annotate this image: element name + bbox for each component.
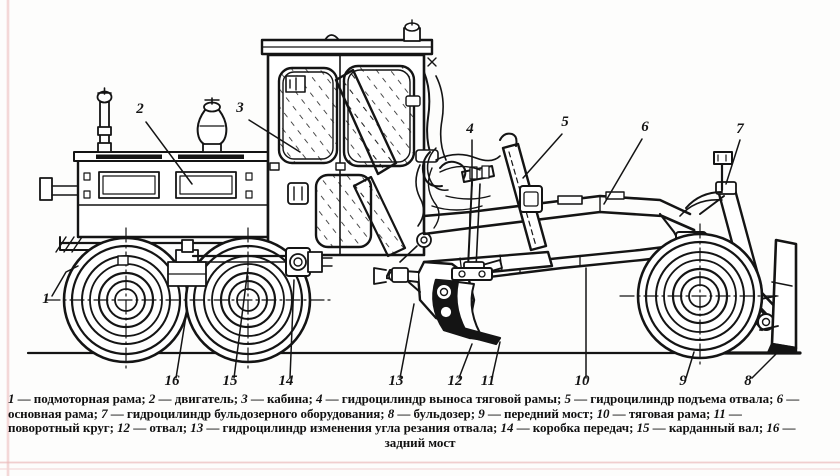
legend-item-number: 6 <box>776 391 784 406</box>
legend-item-number: 16 <box>766 420 780 436</box>
legend-item-text: — гидроцилиндр выноса тяговой рамы; <box>322 391 565 406</box>
legend-item-text: — бульдозер; <box>394 405 479 421</box>
legend-line: основная рама; 7 — гидроцилиндр бульдозе… <box>8 405 832 422</box>
legend-item-number: 15 <box>636 420 650 436</box>
legend-line: поворотный круг; 12 — отвал; 13 — гидроц… <box>8 420 832 436</box>
legend-item-text: — коробка передач; <box>513 420 637 436</box>
callout-10: 10 <box>575 373 591 389</box>
legend-item-number: 3 <box>241 391 248 406</box>
legend-item-text: задний мост <box>384 434 456 450</box>
callout-9: 9 <box>679 373 687 389</box>
page-edge-artifact-bottom <box>0 461 840 464</box>
legend-item-number: 2 <box>148 391 156 406</box>
legend-item-number: 9 <box>478 405 485 421</box>
legend-item-text: — гидроцилиндр бульдозерного оборудовани… <box>107 405 388 421</box>
legend-item-text: — передний мост; <box>484 405 597 421</box>
cylinder-cutting-angle <box>391 267 421 293</box>
legend-item-number: 11 <box>713 405 726 421</box>
callout-1: 1 <box>42 291 50 307</box>
legend-line: задний мост <box>8 434 832 451</box>
callout-5: 5 <box>561 114 569 130</box>
hydraulic-hoses <box>431 153 501 211</box>
legend-item-number: 12 <box>117 420 131 436</box>
wheel-centerlines <box>45 223 781 373</box>
callout-15: 15 <box>223 373 239 389</box>
operator-cab <box>260 19 434 258</box>
legend-item-text: основная рама; <box>8 405 102 421</box>
legend-item-text: — гидроцилиндр подъема отвала; <box>570 391 777 406</box>
callout-7: 7 <box>736 121 744 137</box>
legend-item-number: 8 <box>387 405 395 421</box>
legend-item-text: — <box>779 420 796 436</box>
legend-line: 1 — подмоторная рама; 2 — двигатель; 3 —… <box>8 391 832 407</box>
legend-item-number: 14 <box>500 420 514 436</box>
callout-2: 2 <box>135 101 144 117</box>
exhaust-stack <box>96 87 113 153</box>
callout-leaders <box>51 119 783 379</box>
callout-numbers: 1 2 3 4 5 6 7 8 9 10 11 12 13 14 15 16 <box>42 100 752 389</box>
legend-item-text: — гидроцилиндр изменения угла резания от… <box>203 420 501 436</box>
legend-item-text: — подмоторная рама; <box>14 391 149 406</box>
legend-item-number: 10 <box>596 405 610 421</box>
callout-4: 4 <box>465 121 474 137</box>
legend-item-text: — тяговая рама; <box>609 405 714 421</box>
callout-6: 6 <box>641 119 649 135</box>
legend-item-number: 1 <box>8 391 15 406</box>
legend-item-number: 5 <box>564 391 571 406</box>
legend-item-text: — кабина; <box>247 391 316 406</box>
callout-14: 14 <box>279 373 295 389</box>
callout-3: 3 <box>235 100 244 116</box>
cab-controls <box>399 57 447 263</box>
legend-item-text: поворотный круг; <box>8 420 118 436</box>
callout-12: 12 <box>448 373 464 389</box>
callout-16: 16 <box>165 373 181 389</box>
grader-schematic-svg: 1 2 3 4 5 6 7 8 9 10 11 12 13 14 15 16 <box>26 19 802 389</box>
callout-13: 13 <box>389 373 405 389</box>
motor-grader-drawing: 1 2 3 4 5 6 7 8 9 10 11 12 13 14 15 16 <box>26 19 802 389</box>
legend-item-number: 4 <box>315 391 323 406</box>
rear-drivetrain <box>117 239 333 287</box>
legend-item-text: — двигатель; <box>155 391 242 406</box>
page-edge-artifact-bottom-2 <box>0 468 840 470</box>
legend-item-text: — <box>783 391 800 406</box>
air-cleaner <box>196 97 228 153</box>
callout-8: 8 <box>744 373 752 389</box>
legend-item-number: 13 <box>190 420 204 436</box>
legend-item-text: — <box>725 405 742 421</box>
callout-11: 11 <box>481 373 495 389</box>
legend-item-text: — карданный вал; <box>649 420 767 436</box>
rear-bumper <box>39 177 53 201</box>
circle-and-moldboard <box>373 250 554 346</box>
legend-item-number: 7 <box>101 405 108 421</box>
figure-legend-caption: 1 — подмоторная рама; 2 — двигатель; 3 —… <box>0 391 840 451</box>
legend-item-text: — отвал; <box>130 420 191 436</box>
